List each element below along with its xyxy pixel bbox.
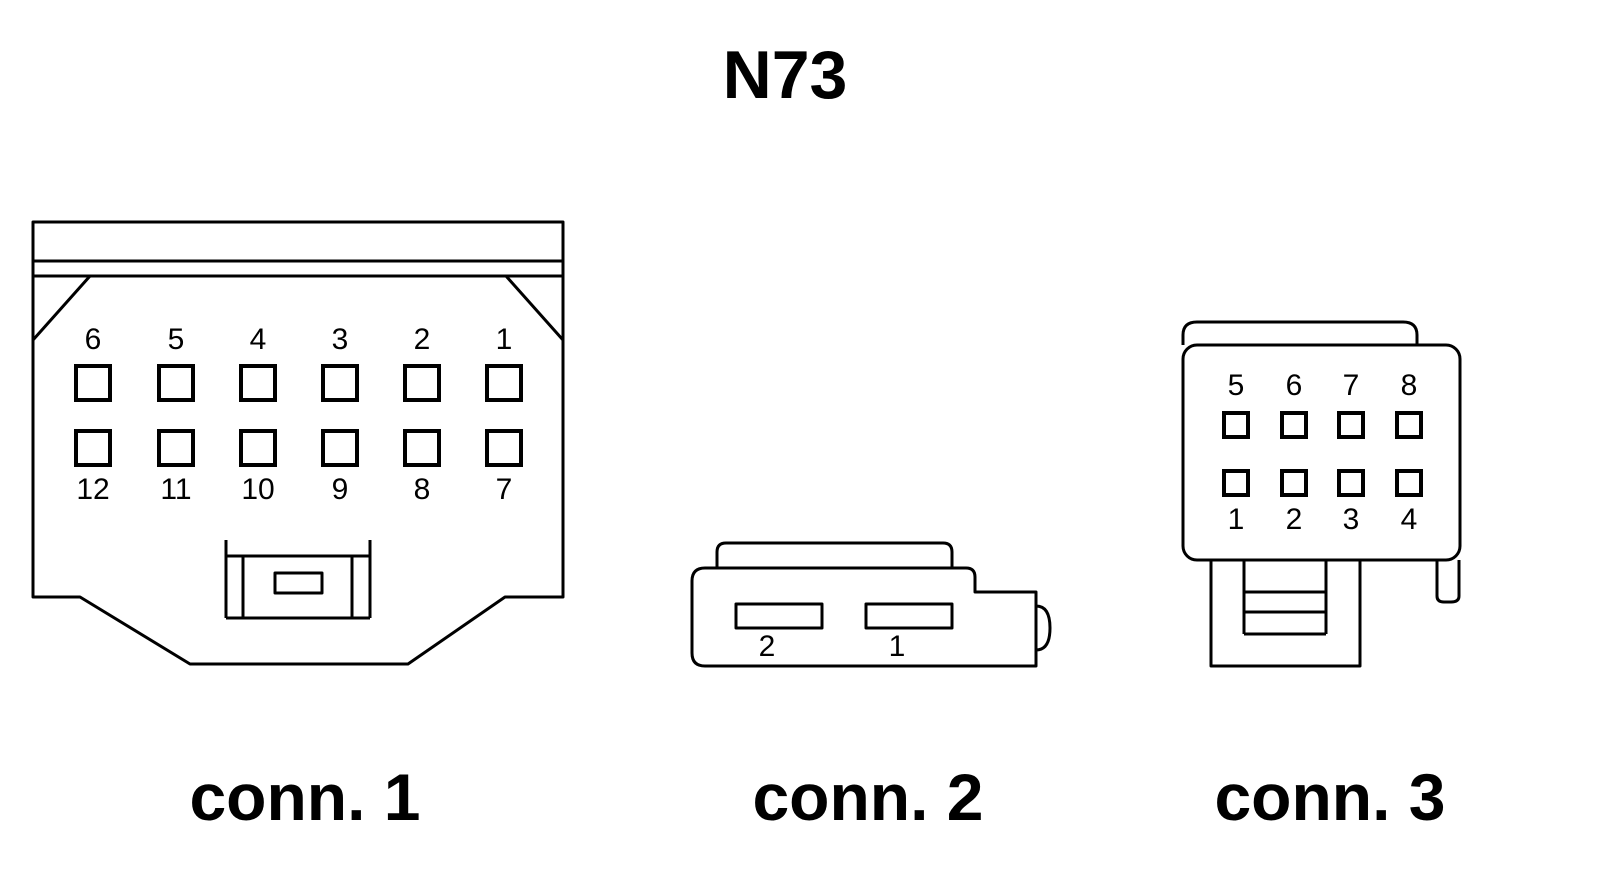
pin-cavity (1222, 469, 1250, 497)
connector-3-side-latch (1435, 560, 1461, 604)
connector-1-left-chamfer (31, 275, 92, 341)
connector-2-top-tab (715, 541, 954, 568)
pin-cavity (157, 429, 195, 467)
pin-number-label: 8 (414, 473, 431, 506)
pin-number-label: 7 (1343, 369, 1360, 402)
connector-3-cable-exit (1209, 560, 1362, 668)
connector-3-caption: conn. 3 (1214, 760, 1445, 834)
pin-number-label: 3 (1343, 503, 1360, 536)
connector-1-latch (224, 540, 372, 620)
pin-cavity (239, 429, 277, 467)
pin-number-label: 4 (250, 323, 267, 356)
connector-3-back-shell (1181, 320, 1419, 345)
pin-number-label: 5 (1228, 369, 1245, 402)
pin-cavity (1222, 411, 1250, 439)
connector-1: 6 5 4 3 2 1 12 11 10 9 8 7 conn. 1 (31, 220, 565, 834)
pin-number-label: 1 (1228, 503, 1245, 536)
pin-number-label: 5 (168, 323, 185, 356)
connector-1-body (31, 220, 565, 666)
connector-2-caption: conn. 2 (752, 760, 983, 834)
pin-cavity (403, 429, 441, 467)
pin-number-label: 11 (160, 473, 191, 506)
pin-number-label: 6 (85, 323, 102, 356)
connector-1-right-chamfer (504, 275, 565, 341)
pin-number-label: 8 (1401, 369, 1418, 402)
pin-number-label: 12 (76, 473, 109, 506)
pin-cavity (74, 429, 112, 467)
pin-cavity (864, 602, 954, 630)
connector-2-side-clip (1035, 604, 1052, 652)
pin-cavity (403, 364, 441, 402)
pin-cavity (74, 364, 112, 402)
pin-cavity (485, 364, 523, 402)
connector-1-pins: 6 5 4 3 2 1 12 11 10 9 8 7 (74, 323, 523, 506)
pin-number-label: 7 (496, 473, 513, 506)
diagram-title: N73 (723, 37, 848, 113)
pin-cavity (734, 602, 824, 630)
pin-cavity (1337, 411, 1365, 439)
pin-number-label: 2 (414, 323, 431, 356)
pin-cavity (1395, 469, 1423, 497)
pin-number-label: 3 (332, 323, 349, 356)
pin-number-label: 1 (889, 630, 906, 663)
pin-cavity (1280, 469, 1308, 497)
pin-number-label: 1 (496, 323, 513, 356)
pin-number-label: 9 (332, 473, 349, 506)
pin-number-label: 2 (759, 630, 776, 663)
pin-cavity (157, 364, 195, 402)
connector-3-pins: 5 6 7 8 1 2 3 4 (1222, 369, 1423, 536)
pin-number-label: 4 (1401, 503, 1418, 536)
pin-cavity (1337, 469, 1365, 497)
connector-1-caption: conn. 1 (189, 760, 420, 834)
connector-2-body (690, 566, 1038, 668)
pin-cavity (485, 429, 523, 467)
connector-3-body (1181, 343, 1462, 562)
pin-number-label: 10 (241, 473, 274, 506)
pin-cavity (239, 364, 277, 402)
pin-cavity (1280, 411, 1308, 439)
pin-number-label: 6 (1286, 369, 1303, 402)
pin-number-label: 2 (1286, 503, 1303, 536)
connector-3: 5 6 7 8 1 2 3 4 conn. 3 (1181, 320, 1462, 834)
pin-cavity (1395, 411, 1423, 439)
pin-cavity (321, 429, 359, 467)
pin-cavity (321, 364, 359, 402)
